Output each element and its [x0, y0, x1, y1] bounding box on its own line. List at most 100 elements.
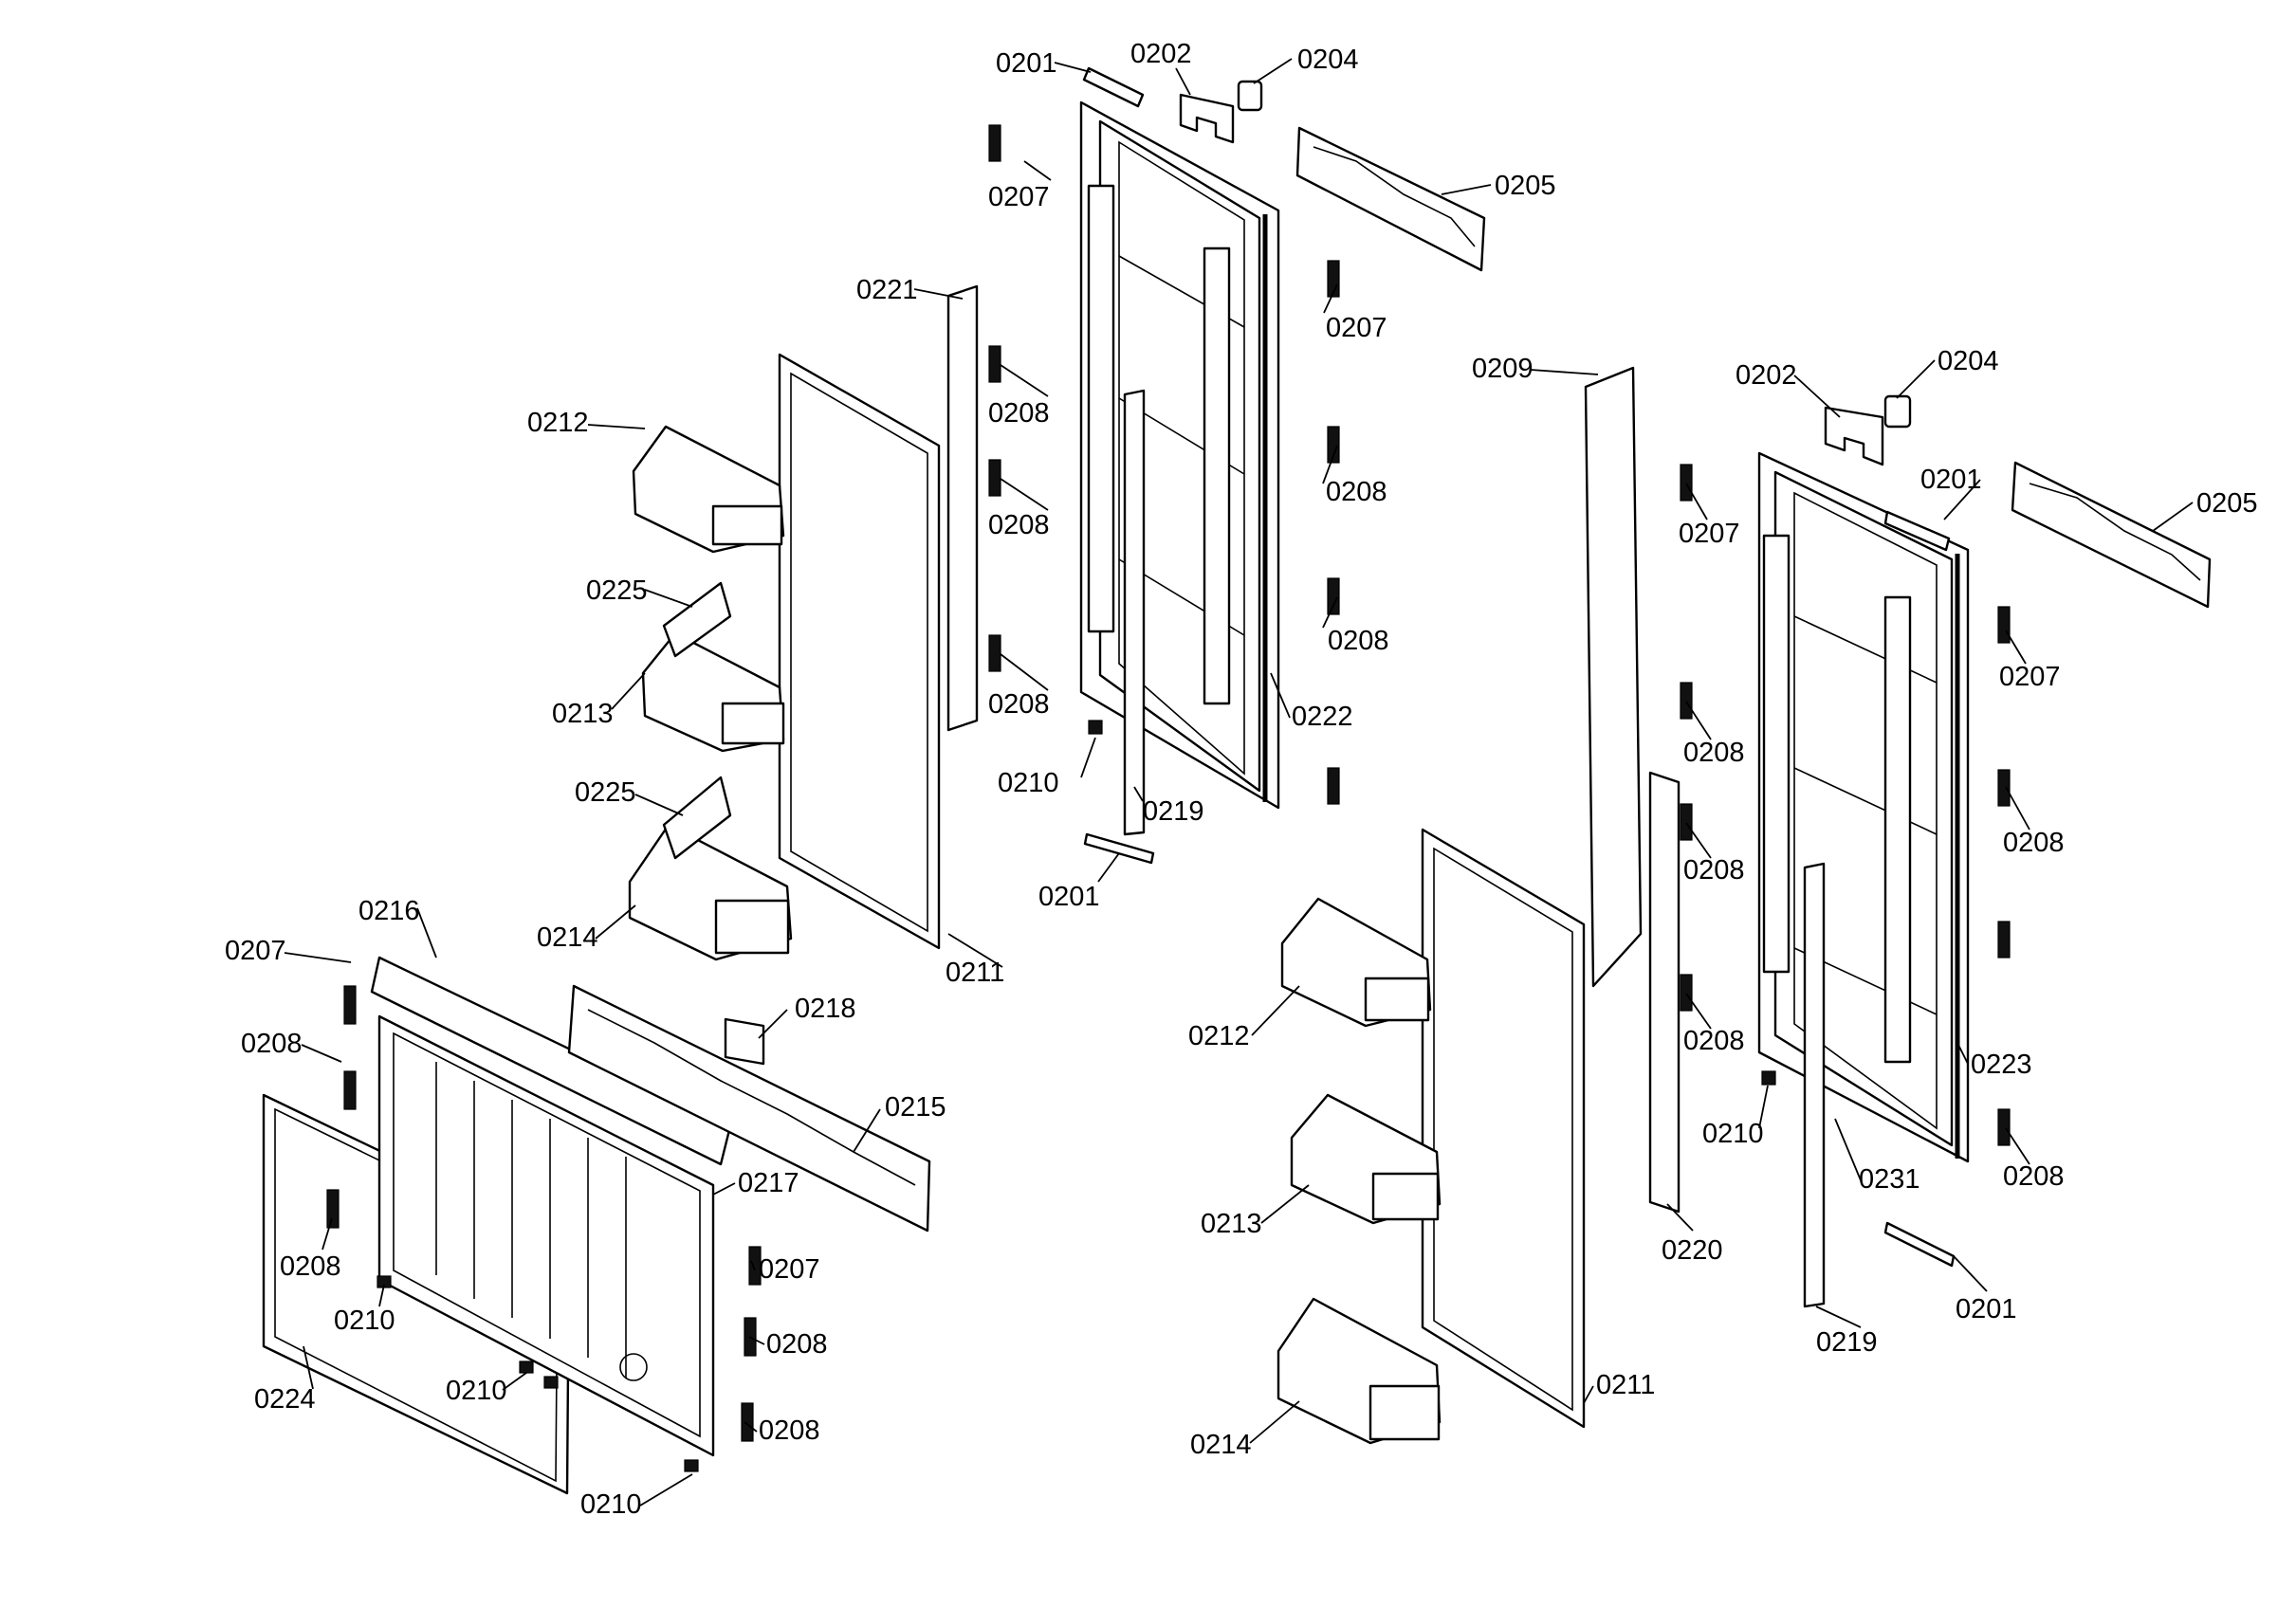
callout-0224: 0224 [254, 1384, 316, 1415]
callout-0208: 0208 [2003, 1161, 2065, 1192]
leader-line [611, 672, 646, 710]
callout-0212: 0212 [527, 408, 589, 438]
left-divider-0225-b [662, 776, 732, 860]
callout-0225: 0225 [575, 777, 636, 808]
callout-0231: 0231 [1859, 1164, 1920, 1195]
callout-0201: 0201 [1038, 882, 1100, 912]
leader-line [1322, 596, 1338, 629]
callout-0210: 0210 [998, 768, 1059, 798]
callout-0207: 0207 [1326, 313, 1387, 343]
leader-line [1758, 1085, 1769, 1129]
callout-0225: 0225 [586, 575, 648, 606]
leader-line [748, 1336, 765, 1345]
callout-0207: 0207 [225, 936, 286, 966]
callout-0208: 0208 [241, 1029, 303, 1059]
leader-line [913, 288, 964, 300]
callout-0208: 0208 [766, 1329, 828, 1360]
leader-line [1322, 445, 1338, 484]
left-divider-0225-a [662, 581, 732, 658]
left-door-gasket-0211 [778, 353, 941, 950]
leader-line [644, 589, 693, 608]
leader-line [1251, 985, 1300, 1036]
leader-line [284, 952, 352, 963]
right-door-gasket-0211 [1421, 828, 1586, 1429]
leader-line [1666, 1203, 1694, 1232]
callout-0214: 0214 [1190, 1430, 1252, 1460]
leader-line [1000, 653, 1049, 691]
callout-0208: 0208 [988, 689, 1050, 720]
leader-line [1834, 1118, 1862, 1181]
right-door-cover-0201-bottom [1883, 1221, 1956, 1268]
leader-line [1249, 1400, 1300, 1444]
leader-line [595, 904, 636, 940]
leader-line [303, 1345, 314, 1390]
leader-line [853, 1108, 881, 1153]
callout-0208: 0208 [2003, 828, 2065, 858]
leader-line [1080, 737, 1096, 778]
right-door-small-parts [1680, 464, 2011, 1146]
callout-0208: 0208 [988, 398, 1050, 429]
leader-line [1956, 1042, 1969, 1065]
callout-0219: 0219 [1143, 796, 1204, 827]
leader-line [1023, 160, 1052, 181]
callout-0208: 0208 [1328, 626, 1389, 656]
callout-0208: 0208 [280, 1251, 341, 1282]
leader-line [2005, 786, 2030, 831]
callout-0201: 0201 [1956, 1294, 2017, 1324]
leader-line [1441, 184, 1492, 195]
callout-0208: 0208 [1683, 1026, 1745, 1056]
right-door-bracket-0202 [1824, 406, 1884, 466]
callout-0211: 0211 [1596, 1370, 1655, 1400]
leader-line [712, 1182, 736, 1196]
leader-line [1943, 479, 1981, 520]
callout-0208: 0208 [1326, 477, 1387, 507]
right-door-cap-0204 [1883, 394, 1912, 429]
callout-0210: 0210 [334, 1306, 395, 1336]
leader-line [2152, 502, 2194, 532]
leader-line [502, 1372, 527, 1391]
left-bin-0212 [632, 425, 785, 554]
callout-0208: 0208 [759, 1415, 820, 1446]
leader-line [1530, 369, 1599, 375]
leader-line [1323, 283, 1338, 314]
leader-line [1000, 364, 1049, 397]
leader-line [2005, 1127, 2030, 1165]
left-door-cover-0201-top [1082, 66, 1145, 108]
callout-0208: 0208 [1683, 738, 1745, 768]
leader-line [1685, 993, 1712, 1030]
right-bin-0214 [1277, 1297, 1442, 1445]
callout-0218: 0218 [795, 994, 856, 1024]
callout-0208: 0208 [1683, 855, 1745, 886]
callout-0213: 0213 [1201, 1209, 1262, 1239]
leader-line [758, 1009, 788, 1039]
leader-line [1685, 701, 1712, 740]
callout-0211: 0211 [946, 958, 1004, 988]
callout-0222: 0222 [1292, 702, 1353, 732]
leader-line [1793, 374, 1841, 418]
leader-line [1253, 58, 1293, 84]
right-door-edge-0220 [1648, 771, 1681, 1214]
callout-0221: 0221 [856, 275, 918, 305]
leader-line [1685, 822, 1712, 859]
callout-0208: 0208 [988, 510, 1050, 540]
callout-0202: 0202 [1736, 360, 1797, 391]
callout-0207: 0207 [1999, 662, 2061, 692]
freezer-rail-0215 [567, 984, 931, 1233]
callout-0214: 0214 [537, 922, 598, 953]
callout-0205: 0205 [1495, 171, 1556, 201]
right-door-edge-0209 [1584, 366, 1643, 988]
left-bin-0214 [628, 823, 793, 961]
callout-0210: 0210 [1702, 1119, 1764, 1149]
callout-0213: 0213 [552, 699, 614, 729]
freezer-small-parts [326, 985, 762, 1472]
leader-line [321, 1217, 333, 1251]
callout-0204: 0204 [1938, 346, 1999, 376]
left-door-small-parts [988, 124, 1340, 805]
callout-0207: 0207 [988, 182, 1050, 212]
left-door-frame-0222 [1079, 100, 1280, 810]
leader-line [744, 1421, 758, 1433]
leader-line [1260, 1184, 1310, 1224]
leader-line [1953, 1255, 1988, 1292]
right-bin-0213 [1290, 1093, 1442, 1225]
